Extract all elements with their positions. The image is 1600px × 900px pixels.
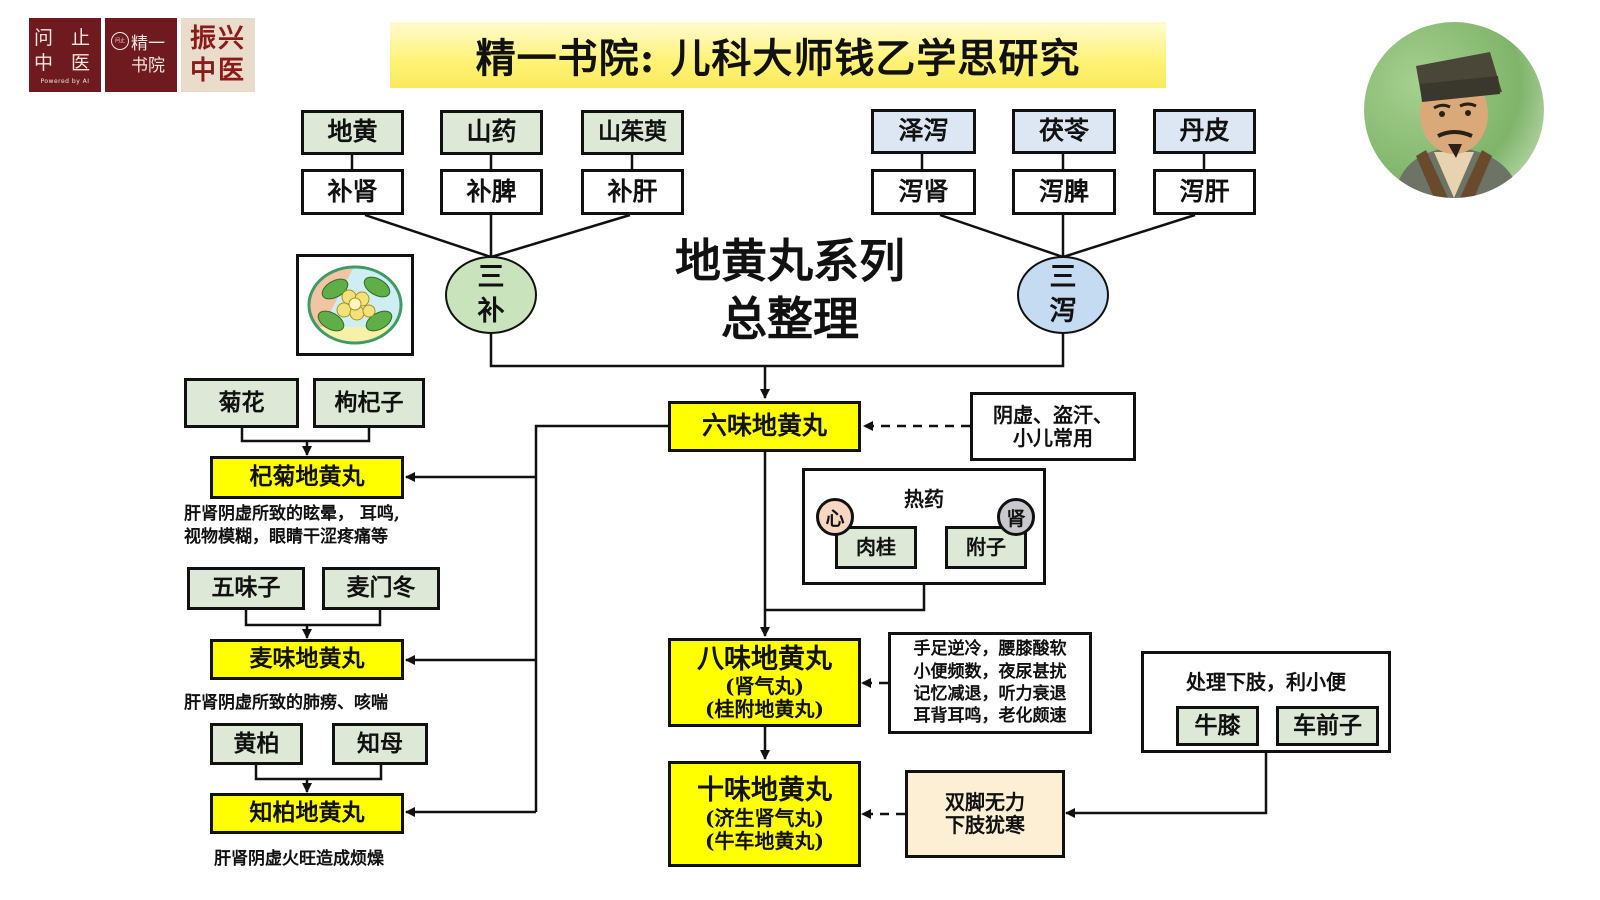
effect-box-xiepi: 泻脾	[1012, 169, 1116, 215]
connector-xieshen	[939, 213, 1064, 259]
bawei-alias2: (桂附地黄丸)	[705, 697, 824, 722]
herb-box-juhua: 菊花	[184, 378, 299, 428]
bawei-symptom: 小便频数，夜尿甚扰	[913, 661, 1067, 682]
zhenxing-logo-line2: 中医	[189, 56, 246, 86]
lower-limb-group: 处理下肢，利小便 牛膝 车前子	[1141, 651, 1391, 753]
shiwei-note-line2: 下肢犹寒	[945, 813, 1025, 837]
herb-box-fuling: 茯苓	[1012, 109, 1116, 154]
bawei-name: 八味地黄丸	[697, 643, 832, 675]
shiwei-alias2: (牛车地黄丸)	[705, 828, 824, 853]
center-title: 地黄丸系列 总整理	[640, 232, 940, 348]
shiwei-note-line1: 双脚无力	[945, 790, 1025, 814]
effect-box-bugan: 补肝	[581, 169, 684, 215]
center-title-line2: 总整理	[721, 292, 859, 346]
herb-box-huangbai: 黄柏	[210, 723, 303, 765]
liuwei-note-line2: 小儿常用	[1013, 425, 1093, 450]
jingyi-logo-line2: 书院	[131, 56, 165, 76]
organ-badge-kidney: 肾	[997, 498, 1035, 536]
qiju-description-line1: 肝肾阴虚所致的眩晕， 耳鸣,	[184, 504, 400, 524]
herb-box-dihuang: 地黄	[301, 110, 404, 155]
shiwei-note: 双脚无力 下肢犹寒	[905, 770, 1065, 858]
three-tonify-label-top: 三	[477, 262, 505, 293]
connector-liuwei-left-trunk	[534, 424, 668, 812]
three-drain-node: 三 泻	[1017, 256, 1109, 334]
zhenxing-logo: 振兴 中医	[181, 18, 255, 92]
flower-illustration-icon	[296, 254, 414, 356]
formula-zhibai: 知柏地黄丸	[210, 793, 404, 834]
liuwei-note: 阴虚、盗汗、 小儿常用	[970, 392, 1136, 461]
connector-maiwei-herbs	[244, 609, 382, 627]
herb-box-zhimu: 知母	[332, 723, 428, 765]
three-tonify-label-bottom: 补	[477, 296, 505, 327]
effect-box-bupi: 补脾	[440, 169, 543, 215]
herb-box-niuxi: 牛膝	[1176, 706, 1259, 746]
organ-badge-heart: 心	[816, 498, 854, 536]
hot-herbs-group: 热药 肉桂 附子 心 肾	[802, 468, 1046, 585]
bawei-symptom: 记忆减退，听力衰退	[913, 684, 1067, 704]
seal-icon: 问止	[111, 32, 129, 50]
connector-bushen	[364, 213, 492, 259]
formula-qiju: 杞菊地黄丸	[210, 456, 404, 499]
qiju-description: 肝肾阴虚所致的眩晕， 耳鸣, 视物模糊，眼睛干涩疼痛等	[184, 503, 400, 549]
maiwei-description: 肝肾阴虚所致的肺痨、咳喘	[184, 693, 388, 713]
jingyi-logo: 问止 精一 书院	[105, 18, 177, 92]
connector-lower-limb	[1065, 752, 1268, 818]
herb-box-cheqianzi: 车前子	[1276, 706, 1379, 746]
herb-box-fuzi: 附子	[945, 526, 1027, 569]
formula-shiwei: 十味地黄丸 (济生肾气丸) (牛车地黄丸)	[668, 761, 861, 867]
formula-bawei: 八味地黄丸 (肾气丸) (桂附地黄丸)	[668, 638, 861, 727]
formula-liuwei: 六味地黄丸	[668, 401, 861, 452]
herb-box-wuweizi: 五味子	[187, 567, 305, 610]
zhibai-description: 肝肾阴虚火旺造成烦燥	[214, 849, 384, 869]
connector-hot-herbs	[765, 585, 926, 612]
wenzhi-logo-line1: 问 止	[33, 26, 97, 49]
qiju-description-line2: 视物模糊，眼睛干涩疼痛等	[184, 526, 388, 547]
jingyi-logo-line1: 精一	[131, 34, 165, 54]
effect-box-bushen: 补肾	[301, 169, 404, 215]
wenzhi-logo: 问 止 中 医 Powered by AI	[29, 18, 101, 92]
center-title-line1: 地黄丸系列	[675, 234, 905, 288]
herb-box-maimendong: 麦门冬	[322, 567, 440, 610]
three-drain-label-top: 三	[1049, 262, 1077, 293]
page-title: 精一书院: 儿科大师钱乙学思研究	[390, 22, 1166, 88]
herb-box-gouqizi: 枸杞子	[313, 378, 425, 428]
bawei-symptom: 手足逆冷，腰膝酸软	[913, 639, 1067, 660]
effect-box-xiegan: 泻肝	[1153, 169, 1256, 215]
three-drain-label-bottom: 泻	[1049, 296, 1077, 327]
wenzhi-logo-line2: 中 医	[33, 51, 97, 74]
connector-zhibai-herbs	[254, 764, 383, 781]
zhenxing-logo-line1: 振兴	[189, 24, 246, 54]
herb-box-danpi: 丹皮	[1153, 109, 1256, 154]
lower-limb-title: 处理下肢，利小便	[1186, 670, 1346, 694]
connector-xiegan	[1062, 213, 1196, 259]
bawei-symptom: 耳背耳鸣，老化颇速	[913, 706, 1067, 727]
shiwei-alias1: (济生肾气丸)	[705, 805, 824, 830]
herb-box-zexie: 泽泻	[871, 109, 976, 154]
connector-qiju-herbs	[240, 427, 371, 443]
hot-herbs-title: 热药	[904, 487, 944, 511]
formula-maiwei: 麦味地黄丸	[210, 639, 404, 680]
scholar-portrait-icon	[1364, 22, 1544, 198]
bawei-symptoms: 手足逆冷，腰膝酸软 小便频数，夜尿甚扰 记忆减退，听力衰退 耳背耳鸣，老化颇速	[888, 632, 1092, 734]
liuwei-note-line1: 阴虚、盗汗、	[993, 402, 1113, 427]
effect-box-xieshen: 泻肾	[871, 169, 976, 215]
herb-box-rougui: 肉桂	[835, 526, 917, 569]
bawei-alias1: (肾气丸)	[725, 674, 804, 699]
shiwei-name: 十味地黄丸	[697, 775, 832, 807]
herb-box-shanyao: 山药	[440, 110, 543, 155]
wenzhi-logo-tagline: Powered by AI	[40, 77, 90, 85]
three-tonify-node: 三 补	[445, 256, 537, 334]
herb-box-shanzhuyu: 山茱萸	[581, 110, 684, 155]
connector-bugan	[490, 213, 631, 259]
